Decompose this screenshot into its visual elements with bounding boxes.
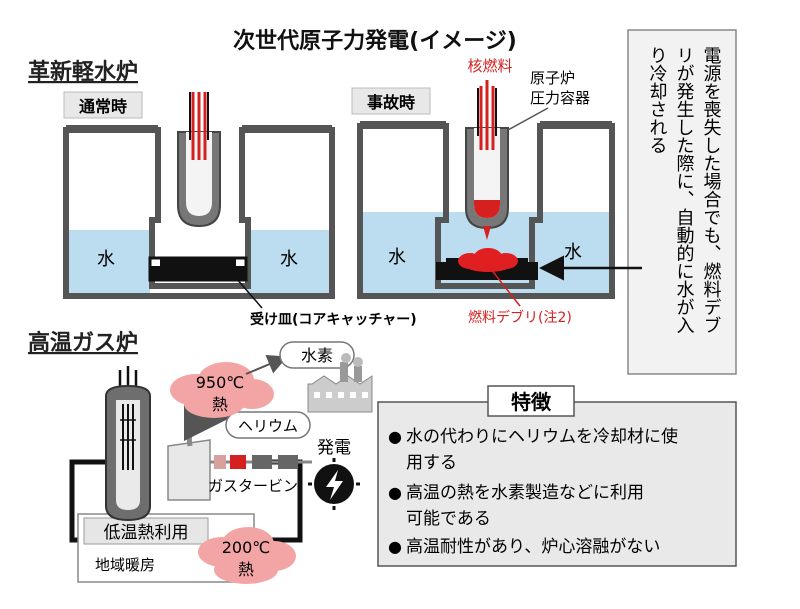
water-label-left-normal: 水 bbox=[97, 249, 115, 270]
feature-1-line1: 水の代わりにヘリウムを冷却材に使 bbox=[406, 426, 678, 447]
catcher-leader-line bbox=[235, 277, 263, 309]
callout-col-1: 電源を喪失した場合でも、燃料デブ bbox=[701, 46, 722, 334]
htgr-heading: 高温ガス炉 bbox=[28, 330, 138, 356]
water-left-normal bbox=[66, 230, 150, 294]
features-title: 特徴 bbox=[511, 390, 552, 414]
heat-high-temp: 950℃ bbox=[196, 373, 245, 392]
callout-col-2: リが発生した際に、自動的に水が入 bbox=[674, 46, 695, 334]
fuel-debris bbox=[458, 248, 518, 272]
feature-1-bullet: ● bbox=[388, 427, 402, 446]
auto-cooling-callout: 電源を喪失した場合でも、燃料デブ リが発生した際に、自動的に水が入 り冷却される bbox=[627, 29, 737, 375]
lwr-heading: 革新軽水炉 bbox=[28, 59, 138, 85]
vessel-label-line2: 圧力容器 bbox=[530, 89, 590, 107]
helium-bubble bbox=[225, 411, 311, 439]
hydrogen-arrow bbox=[245, 354, 288, 375]
power-label: 発電 bbox=[317, 438, 351, 458]
feature-1-line2: 用する bbox=[406, 453, 457, 473]
page-title: 次世代原子力発電(イメージ) bbox=[233, 28, 517, 54]
accident-label-box bbox=[351, 87, 431, 115]
gas-turbine-shaft bbox=[210, 455, 312, 469]
container-outline-normal bbox=[63, 127, 335, 299]
vessel-label-line1: 原子炉 bbox=[530, 69, 575, 87]
debris-leader-line bbox=[489, 267, 521, 307]
accident-label: 事故時 bbox=[367, 93, 415, 112]
callout-col-3: り冷却される bbox=[647, 46, 668, 154]
fuel-label: 核燃料 bbox=[467, 57, 512, 75]
debris-label: 燃料デブリ(注2) bbox=[468, 309, 572, 326]
htgr-diagram: 低温熱利用 地域暖房 ガスタービン bbox=[69, 341, 373, 584]
water-label-right-accident: 水 bbox=[564, 242, 582, 263]
helium-label: ヘリウム bbox=[238, 417, 298, 435]
heat-low-temp: 200℃ bbox=[222, 538, 271, 557]
catcher-label: 受け皿(コアキャッチャー) bbox=[250, 311, 417, 328]
feature-2-bullet: ● bbox=[388, 483, 402, 502]
container-outline-accident bbox=[357, 123, 615, 299]
feature-2-line2: 可能である bbox=[406, 509, 491, 529]
features-title-box bbox=[487, 385, 575, 417]
fuel-rods-accident bbox=[479, 80, 495, 150]
gas-turbine-label: ガスタービン bbox=[208, 477, 298, 495]
generator-icon bbox=[308, 458, 360, 510]
district-heating-label: 地域暖房 bbox=[95, 556, 155, 574]
low-heat-title: 低温熱利用 bbox=[104, 523, 189, 543]
hydrogen-bubble bbox=[279, 341, 355, 369]
fuel-rods-normal bbox=[191, 92, 207, 160]
water-right-normal bbox=[247, 230, 332, 294]
feature-3-bullet: ● bbox=[388, 537, 402, 556]
normal-label: 通常時 bbox=[79, 97, 127, 116]
lwr-normal-panel: 通常時 水 水 bbox=[63, 91, 335, 299]
water-label-right-normal: 水 bbox=[280, 249, 298, 270]
features-panel: 特徴 ● 水の代わりにヘリウムを冷却材に使 用する ● 高温の熱を水素製造などに… bbox=[377, 385, 737, 567]
hydrogen-label: 水素 bbox=[301, 346, 333, 365]
low-heat-title-box bbox=[83, 517, 209, 545]
heat-exchanger bbox=[167, 439, 211, 501]
water-label-left-accident: 水 bbox=[388, 247, 406, 268]
normal-label-box bbox=[63, 91, 143, 119]
heat-cloud-high bbox=[170, 362, 274, 418]
lwr-accident-panel: 事故時 水 水 核燃料 原子炉 bbox=[351, 57, 615, 326]
factory-icon bbox=[307, 353, 373, 413]
vessel-leader-line bbox=[507, 107, 549, 131]
heat-cloud-low bbox=[198, 527, 296, 584]
heat-low-word: 熱 bbox=[238, 560, 254, 579]
heat-high-word: 熱 bbox=[212, 395, 228, 414]
feature-3-line1: 高温耐性があり、炉心溶融がない bbox=[406, 537, 660, 557]
feature-2-line1: 高温の熱を水素製造などに利用 bbox=[406, 483, 644, 503]
